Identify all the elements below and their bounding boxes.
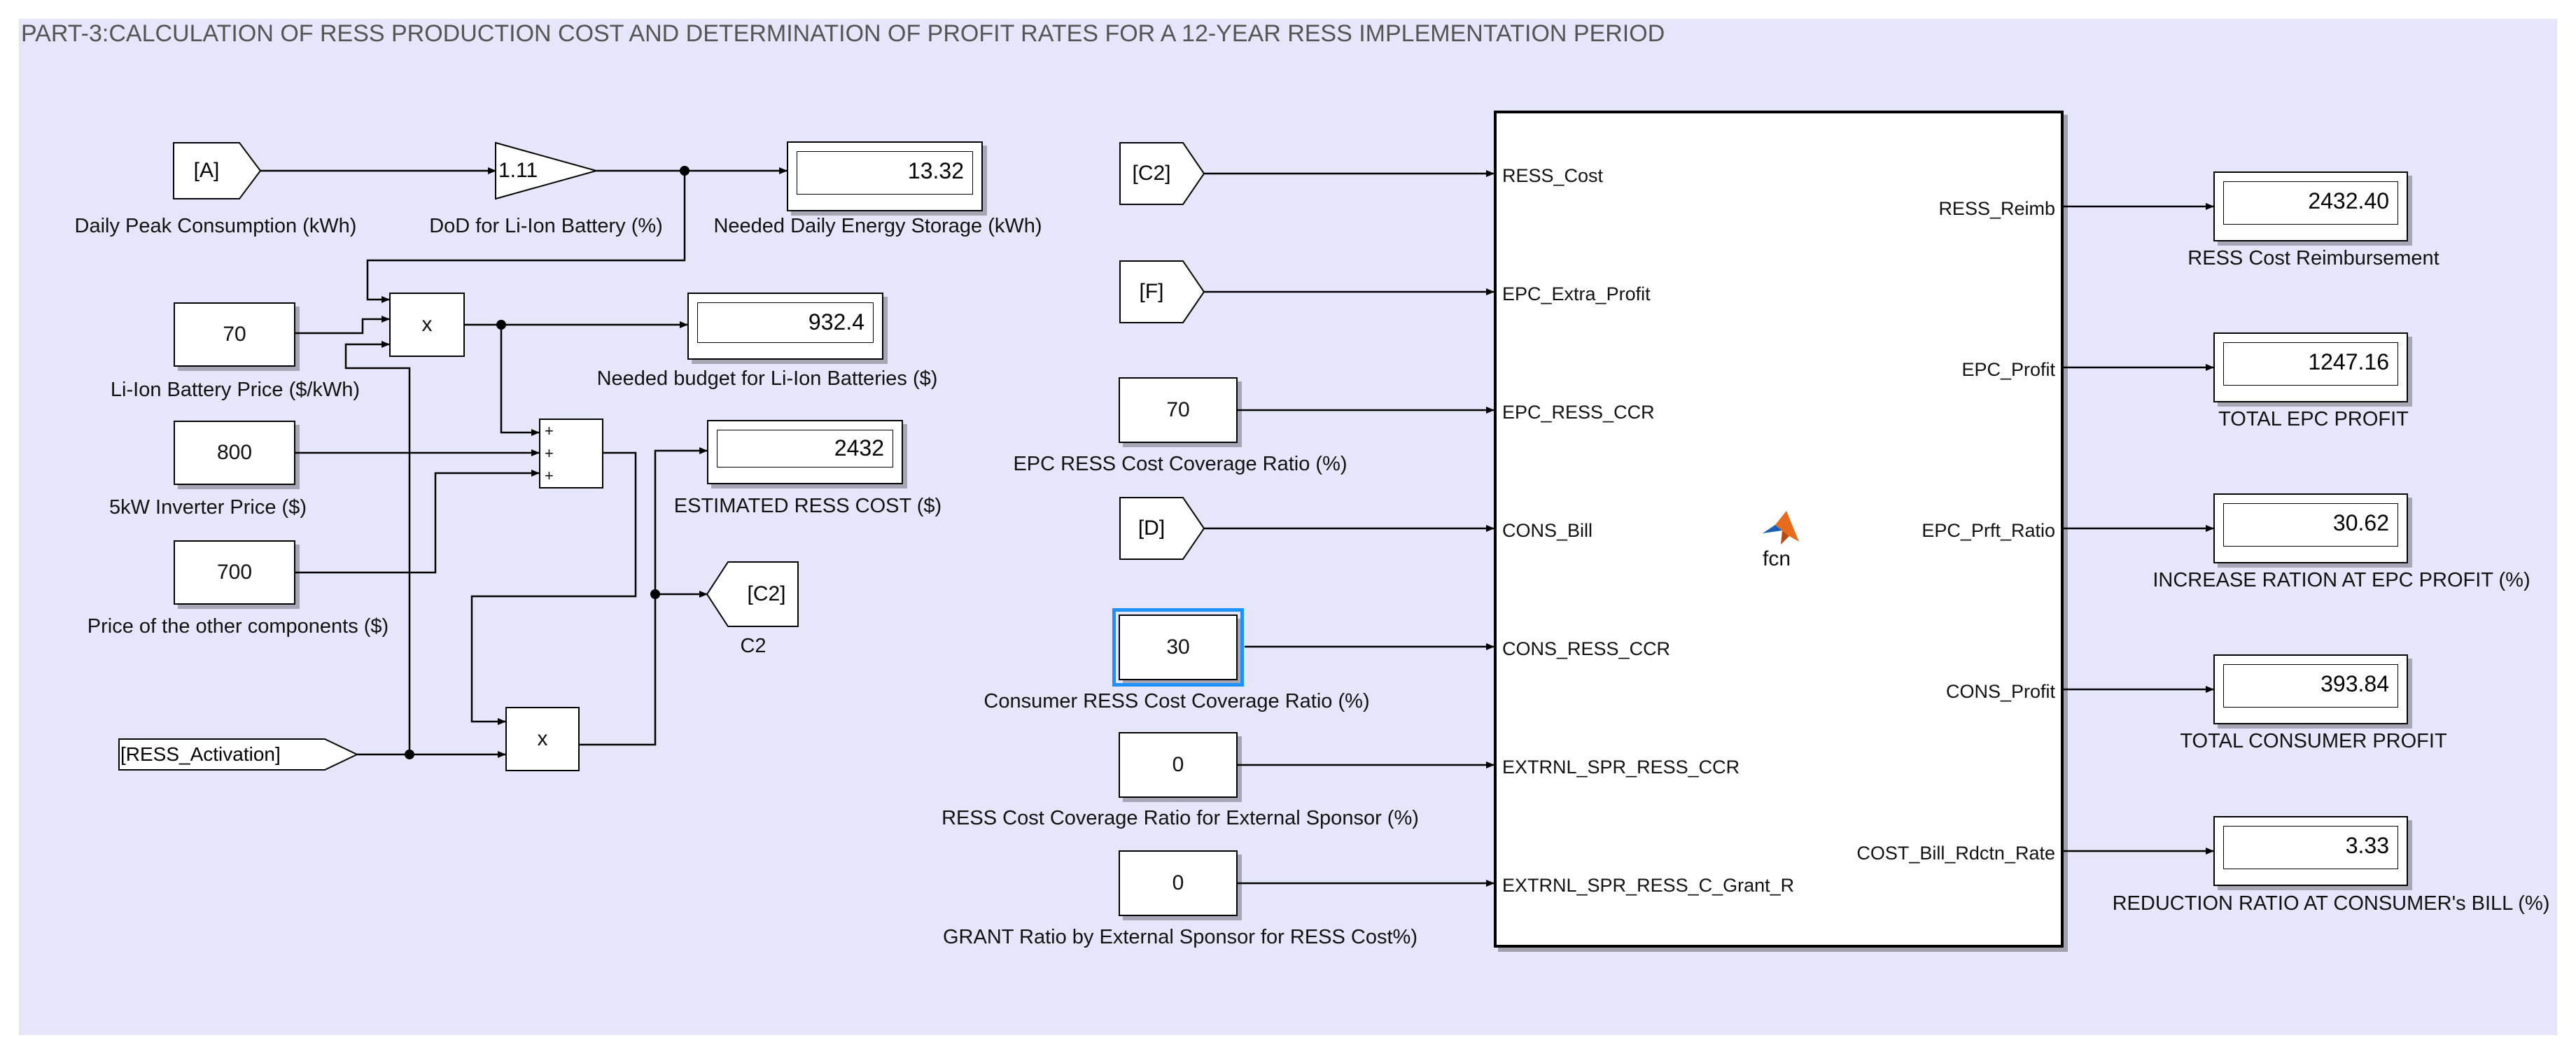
out-consumer-profit-display[interactable]: 393.84 <box>2213 654 2408 724</box>
fcn-in-epc-ress-ccr: EPC_RESS_CCR <box>1502 402 1655 423</box>
line-price-to-product1 <box>295 316 390 335</box>
fcn-out-cons-profit: CONS_Profit <box>1945 681 2055 702</box>
from-f-tag[interactable]: [F] <box>1139 280 1164 303</box>
out-reimbursement-value: 2432.40 <box>2223 181 2398 225</box>
cost-display[interactable]: 2432 <box>707 420 903 484</box>
from-d-shape <box>1119 497 1205 560</box>
out-bill-reduction-value: 3.33 <box>2223 826 2398 869</box>
goto-c2-label: C2 <box>740 635 766 657</box>
goto-c2-tag[interactable]: [C2] <box>747 582 786 605</box>
cost-display-value: 2432 <box>717 430 893 468</box>
from-c2-shape <box>1119 142 1205 205</box>
cons-ccr-label: Consumer RESS Cost Coverage Ratio (%) <box>983 690 1370 712</box>
from-f-shape <box>1119 260 1205 323</box>
energy-display[interactable]: 13.32 <box>787 141 983 211</box>
out-consumer-profit-label: TOTAL CONSUMER PROFIT <box>2180 730 2447 752</box>
out-epc-ratio-value: 30.62 <box>2223 503 2398 547</box>
fcn-in-ress-cost: RESS_Cost <box>1502 165 1604 186</box>
from-c2-tag[interactable]: [C2] <box>1132 162 1171 185</box>
activation-shape <box>118 738 359 771</box>
fcn-in-epc-extra-profit: EPC_Extra_Profit <box>1502 283 1651 304</box>
fcn-out-ress-reimb: RESS_Reimb <box>1938 198 2055 219</box>
branch-dot-energy <box>680 166 690 176</box>
line-other-to-sum <box>295 470 540 574</box>
branch-dot-activation <box>405 750 414 759</box>
line-energy-to-product1 <box>366 171 686 303</box>
cons-ccr-const[interactable]: 30 <box>1112 608 1244 687</box>
gain-label: DoD for Li-Ion Battery (%) <box>429 215 663 237</box>
inverter-price-const[interactable]: 800 <box>174 421 295 485</box>
out-epc-ratio-display[interactable]: 30.62 <box>2213 493 2408 563</box>
out-epc-ratio-label: INCREASE RATION AT EPC PROFIT (%) <box>2152 569 2530 591</box>
fcn-name: fcn <box>1763 547 1791 570</box>
matlab-logo-icon <box>1763 511 1799 544</box>
ext-ccr-const[interactable]: 0 <box>1119 732 1238 798</box>
grant-label: GRANT Ratio by External Sponsor for RESS… <box>943 926 1418 948</box>
product1-block[interactable]: x <box>389 293 465 357</box>
area-title: PART-3:CALCULATION OF RESS PRODUCTION CO… <box>21 20 1665 47</box>
gain-value[interactable]: 1.11 <box>498 159 538 182</box>
area-annotation <box>19 19 2557 1035</box>
fcn-in-cons-bill: CONS_Bill <box>1502 520 1593 541</box>
grant-const[interactable]: 0 <box>1119 850 1238 916</box>
sum-block[interactable]: + + + <box>539 419 603 489</box>
out-bill-reduction-label: REDUCTION RATIO AT CONSUMER's BILL (%) <box>2112 892 2550 915</box>
sum-sign-2: + <box>545 444 554 462</box>
line-sum-to-product2 <box>470 451 637 725</box>
battery-price-const[interactable]: 70 <box>174 302 295 367</box>
budget-display-value: 932.4 <box>697 302 874 343</box>
out-bill-reduction-display[interactable]: 3.33 <box>2213 816 2408 886</box>
inverter-price-label: 5kW Inverter Price ($) <box>109 496 307 519</box>
energy-display-value: 13.32 <box>797 151 973 195</box>
energy-display-label: Needed Daily Energy Storage (kWh) <box>713 215 1042 237</box>
gain-shape <box>495 141 599 200</box>
fcn-out-cost-bill-rdctn-rate: COST_Bill_Rdctn_Rate <box>1856 843 2055 864</box>
fcn-out-epc-prft-ratio: EPC_Prft_Ratio <box>1921 520 2055 541</box>
product2-block[interactable]: x <box>505 707 580 771</box>
branch-dot-product2 <box>650 589 660 599</box>
battery-price-label: Li-Ion Battery Price ($/kWh) <box>110 379 360 401</box>
line-product1-to-sum <box>500 325 540 436</box>
out-epc-profit-label: TOTAL EPC PROFIT <box>2218 408 2409 430</box>
fcn-block[interactable]: RESS_Cost EPC_Extra_Profit EPC_RESS_CCR … <box>1494 111 2064 948</box>
line-activation-to-product1 <box>344 341 411 754</box>
from-d-tag[interactable]: [D] <box>1138 517 1166 540</box>
epc-ccr-const[interactable]: 70 <box>1119 377 1238 443</box>
sum-sign-1: + <box>545 422 554 440</box>
from-a-shape <box>173 142 262 199</box>
out-epc-profit-value: 1247.16 <box>2223 342 2398 386</box>
budget-display[interactable]: 932.4 <box>687 293 883 360</box>
from-a-label: Daily Peak Consumption (kWh) <box>74 215 357 237</box>
other-price-label: Price of the other components ($) <box>87 615 389 638</box>
from-a-tag[interactable]: [A] <box>193 159 220 182</box>
budget-display-label: Needed budget for Li-Ion Batteries ($) <box>596 367 938 390</box>
fcn-in-extrnl-spr-ress-ccr: EXTRNL_SPR_RESS_CCR <box>1502 757 1740 778</box>
fcn-in-cons-ress-ccr: CONS_RESS_CCR <box>1502 638 1671 659</box>
fcn-out-epc-profit: EPC_Profit <box>1961 359 2055 380</box>
fcn-in-extrnl-spr-grant: EXTRNL_SPR_RESS_C_Grant_R <box>1502 875 1795 896</box>
activation-tag[interactable]: [RESS_Activation] <box>120 743 281 765</box>
cost-display-label: ESTIMATED RESS COST ($) <box>673 495 942 517</box>
out-consumer-profit-value: 393.84 <box>2223 664 2398 708</box>
epc-ccr-label: EPC RESS Cost Coverage Ratio (%) <box>1013 453 1348 475</box>
sum-sign-3: + <box>545 467 554 484</box>
other-price-const[interactable]: 700 <box>174 540 295 605</box>
out-epc-profit-display[interactable]: 1247.16 <box>2213 332 2408 402</box>
out-reimbursement-label: RESS Cost Reimbursement <box>2188 247 2440 269</box>
ext-ccr-label: RESS Cost Coverage Ratio for External Sp… <box>941 807 1419 829</box>
goto-c2-shape <box>706 561 799 627</box>
branch-dot-product1 <box>496 320 506 330</box>
out-reimbursement-display[interactable]: 2432.40 <box>2213 171 2408 241</box>
